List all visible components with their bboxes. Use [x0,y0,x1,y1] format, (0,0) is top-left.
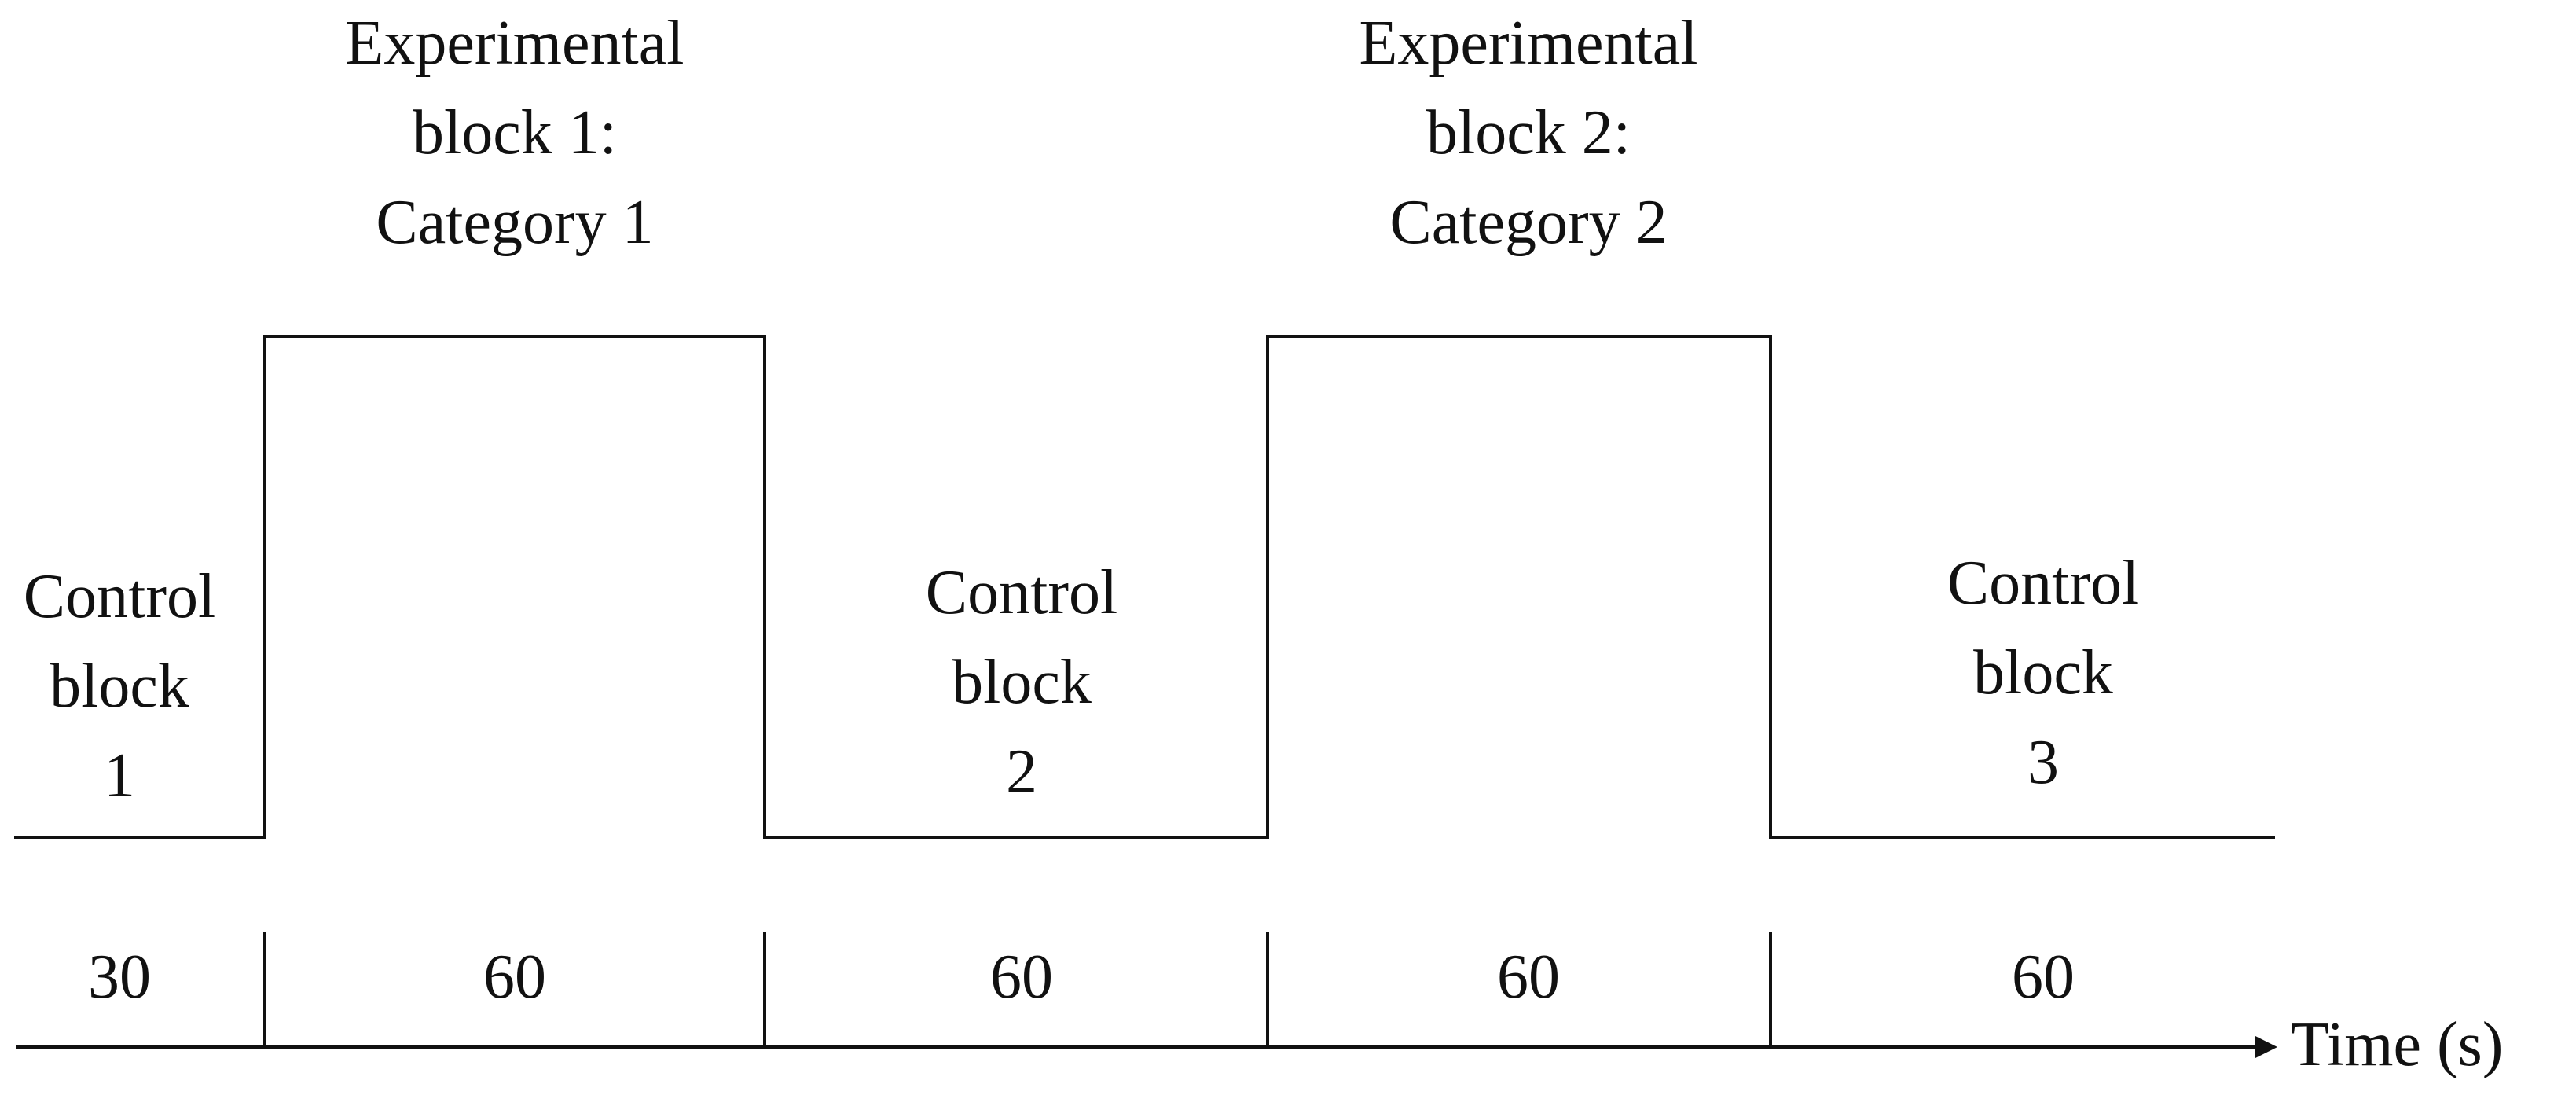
duration-label-control-2: 60 [990,943,1053,1012]
time-axis-arrowhead [2255,1036,2277,1058]
duration-label-control-1: 30 [88,943,151,1012]
duration-label-experimental-1: 60 [483,943,546,1012]
duration-label-experimental-2: 60 [1497,943,1560,1012]
duration-label-control-3: 60 [2012,943,2075,1012]
time-axis-label: Time (s) [2291,1010,2504,1079]
signal-waveform [14,335,2275,839]
